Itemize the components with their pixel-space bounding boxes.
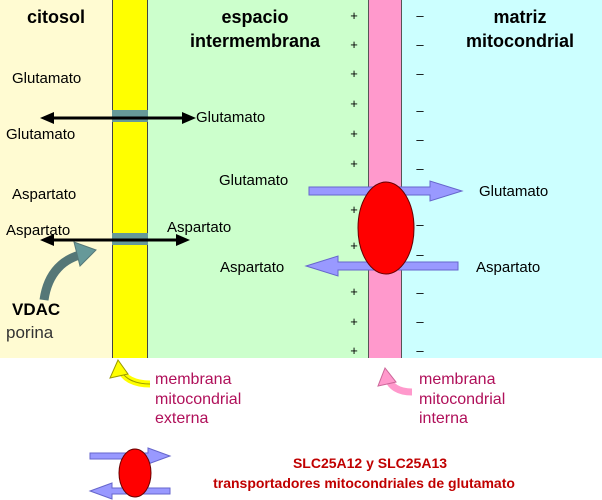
negative-charge: –: [416, 161, 424, 176]
negative-charge: –: [416, 343, 424, 358]
cytosol-region: [0, 0, 112, 358]
negative-charge: –: [416, 37, 424, 52]
positive-charge: +: [350, 126, 358, 141]
outer-membrane-label-line3: externa: [155, 410, 209, 427]
cytosol-aspartate-label: Aspartato: [12, 186, 77, 203]
legend-title: SLC25A12 y SLC25A13: [292, 455, 448, 471]
negative-charge: –: [416, 247, 424, 262]
cytosol-header: citosol: [26, 7, 85, 27]
negative-charge: –: [416, 314, 424, 329]
cytosol-glutamate-channel-label: Glutamato: [6, 126, 76, 143]
inner-membrane: [368, 0, 402, 358]
intermembrane-header-line1: espacio: [221, 7, 289, 27]
intermembrane-aspartate-label: Aspartato: [220, 259, 285, 276]
negative-charge: –: [416, 217, 424, 232]
inner-membrane-label-line3: interna: [419, 410, 468, 427]
outer-membrane-label-line1: membrana: [155, 371, 232, 388]
outer-membrane-pointer-arrow: [109, 358, 151, 388]
negative-charge: –: [416, 285, 424, 300]
matrix-region: [402, 0, 602, 358]
positive-charge: +: [350, 314, 358, 329]
positive-charge: +: [350, 238, 358, 253]
vdac-subtitle: porina: [6, 323, 54, 342]
cytosol-glutamate-label: Glutamato: [12, 70, 82, 87]
matrix-header-line1: matriz: [493, 7, 547, 27]
carrier-protein: [357, 181, 415, 275]
positive-charge: +: [350, 202, 358, 217]
matrix-aspartate-label: Aspartato: [476, 259, 541, 276]
vdac-glutamate-arrow: [40, 112, 196, 124]
cytosol-aspartate-channel-label: Aspartato: [6, 222, 71, 239]
legend-subtitle: transportadores mitocondriales de glutam…: [213, 475, 515, 491]
intermembrane-region: [148, 0, 368, 358]
negative-charge: –: [416, 66, 424, 81]
positive-charge: +: [350, 96, 358, 111]
vdac-title: VDAC: [12, 300, 61, 319]
matrix-header-line2: mitocondrial: [465, 31, 574, 51]
intermembrane-aspartate-vdac-label: Aspartato: [167, 219, 232, 236]
vdac-aspartate-arrow: [40, 234, 190, 246]
positive-charge: +: [350, 343, 358, 358]
negative-charge: –: [416, 103, 424, 118]
intermembrane-glutamate-vdac-label: Glutamato: [196, 109, 266, 126]
negative-charge: –: [416, 132, 424, 147]
positive-charge: +: [350, 284, 358, 299]
positive-charge: +: [350, 8, 358, 23]
negative-charge: –: [416, 8, 424, 23]
legend-transporter-icon: [88, 447, 172, 500]
inner-membrane-pointer-arrow: [377, 367, 413, 396]
positive-charge: +: [350, 156, 358, 171]
outer-membrane-label-line2: mitocondrial: [155, 391, 242, 408]
outer-membrane: [112, 0, 148, 358]
vdac-pointer-arrow: [39, 241, 97, 301]
positive-charge: +: [350, 66, 358, 81]
inner-membrane-label-line2: mitocondrial: [419, 391, 506, 408]
intermembrane-header-line2: intermembrana: [189, 31, 321, 51]
intermembrane-glutamate-label: Glutamato: [219, 172, 289, 189]
positive-charge: +: [350, 37, 358, 52]
inner-membrane-label-line1: membrana: [419, 371, 496, 388]
matrix-glutamate-label: Glutamato: [479, 183, 549, 200]
